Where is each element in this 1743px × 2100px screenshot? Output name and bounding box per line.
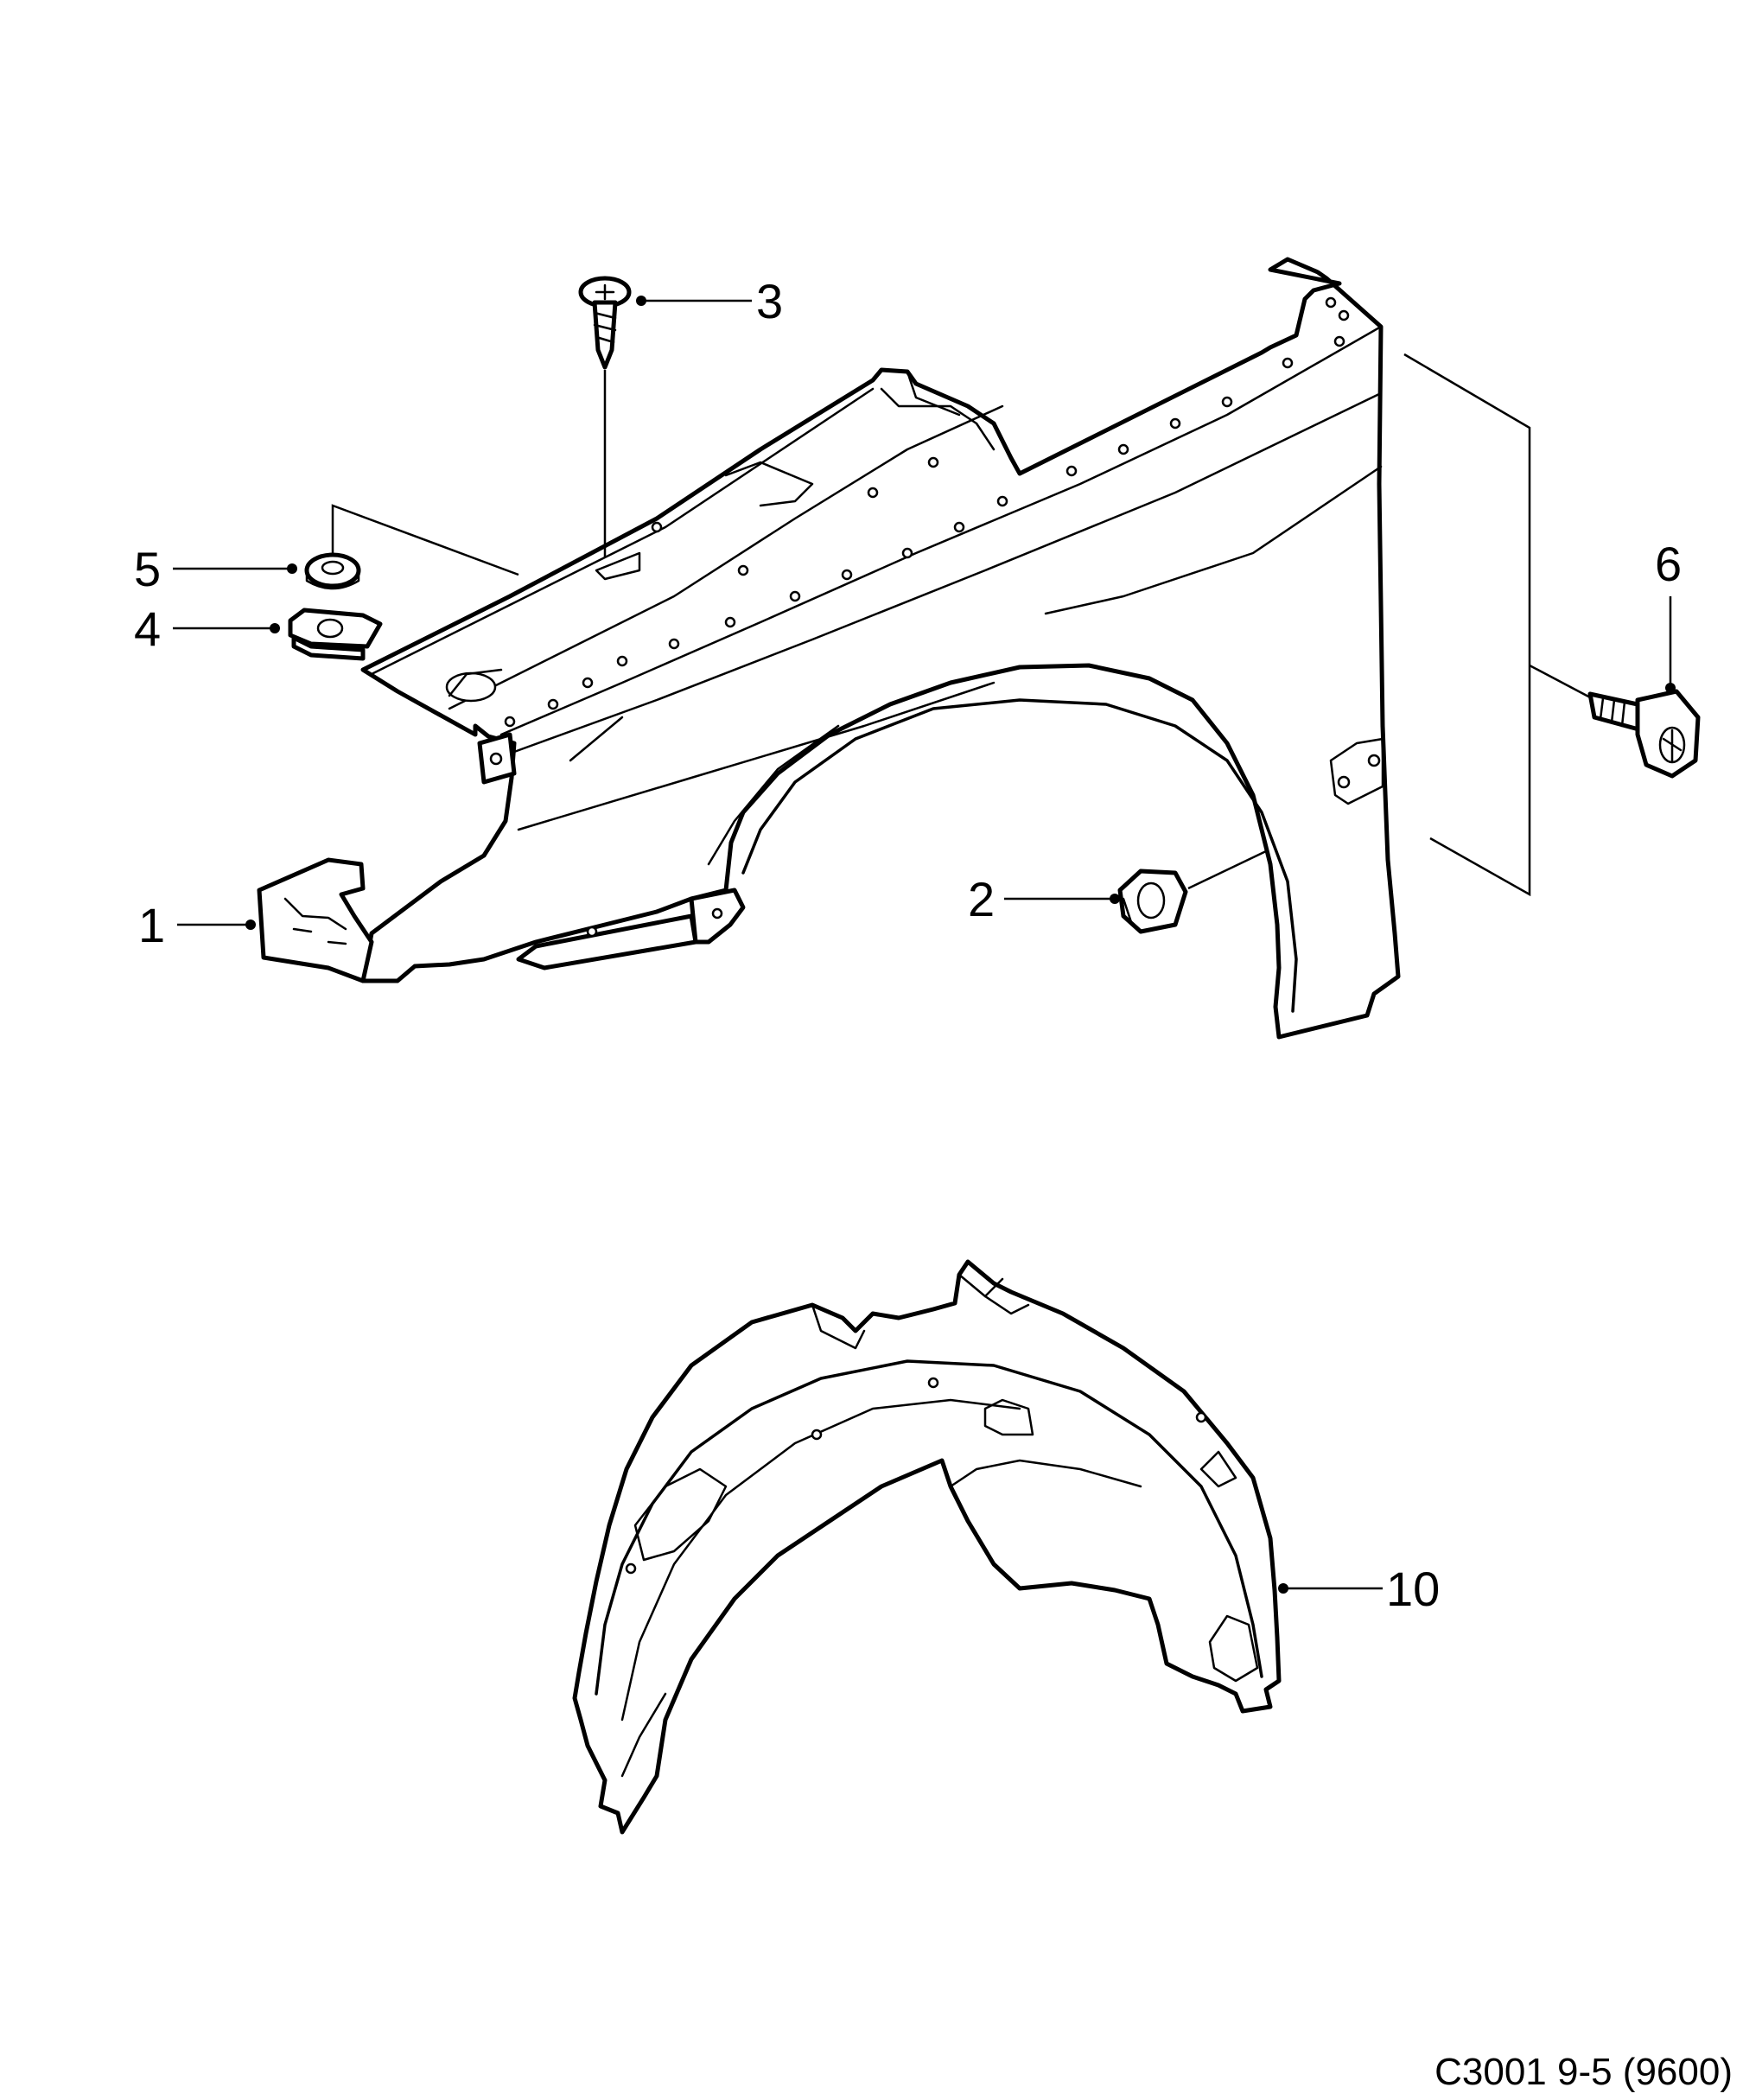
clip-nut-part-4 bbox=[288, 608, 383, 661]
fender-holes bbox=[504, 296, 1350, 728]
callout-dot-1 bbox=[245, 920, 256, 930]
screw-part-3 bbox=[578, 276, 632, 557]
wheel-housing-liner-part-10 bbox=[572, 1259, 1282, 1835]
washer-part-5 bbox=[304, 552, 361, 590]
nut-part-2 bbox=[1117, 869, 1188, 934]
callout-dot-5 bbox=[287, 563, 297, 574]
bolt-part-6 bbox=[1587, 689, 1701, 779]
callout-label-4: 4 bbox=[134, 601, 161, 656]
callout-dot-6 bbox=[1665, 683, 1676, 693]
callout-labels: 3 5 4 1 2 6 10 bbox=[134, 274, 1682, 1616]
callout-dot-3 bbox=[636, 296, 646, 306]
front-fender bbox=[257, 257, 1401, 1040]
callout-label-2: 2 bbox=[968, 872, 995, 926]
callout-label-5: 5 bbox=[134, 542, 161, 596]
callout-dot-2 bbox=[1110, 894, 1120, 904]
drawing-code: C3001 9-5 (9600) bbox=[1434, 2051, 1733, 2093]
callout-dot-10 bbox=[1278, 1583, 1288, 1594]
callout-label-1: 1 bbox=[138, 898, 165, 952]
callout-label-10: 10 bbox=[1386, 1562, 1440, 1616]
callout-dot-4 bbox=[270, 623, 280, 633]
callout-label-6: 6 bbox=[1655, 537, 1682, 591]
callout-label-3: 3 bbox=[756, 274, 783, 328]
leader-lines bbox=[173, 296, 1676, 1594]
